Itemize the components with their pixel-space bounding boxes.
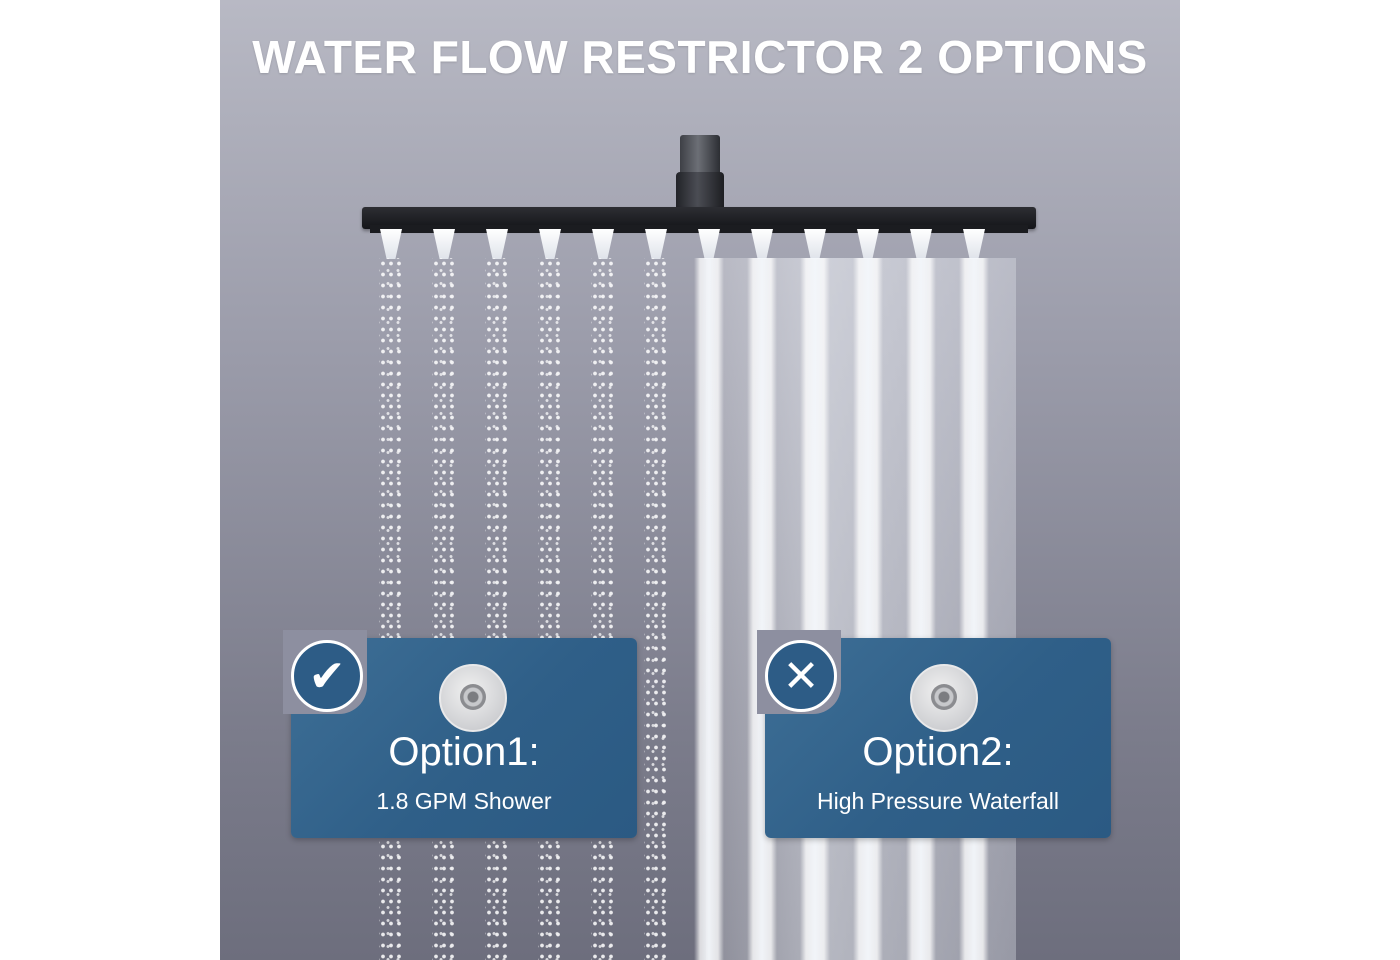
waterfall-stream: [906, 258, 936, 960]
headline: WATER FLOW RESTRICTOR 2 OPTIONS: [252, 31, 1148, 83]
cross-icon: ✕: [765, 640, 837, 712]
spray-stream: [644, 258, 668, 960]
waterfall-stream: [853, 258, 883, 960]
nozzle: [486, 229, 508, 259]
flow-restrictor-icon: [910, 664, 978, 732]
spray-stream: [432, 258, 456, 960]
nozzle: [963, 229, 985, 259]
spray-stream: [379, 258, 403, 960]
nozzle: [698, 229, 720, 259]
nozzle: [645, 229, 667, 259]
nozzle: [592, 229, 614, 259]
spray-stream: [485, 258, 509, 960]
nozzle: [857, 229, 879, 259]
option-title: Option2:: [862, 730, 1014, 774]
restrictor-center: [931, 684, 957, 710]
product-image-panel: WATER FLOW RESTRICTOR 2 OPTIONS Option1:…: [220, 0, 1180, 960]
option-title: Option1:: [388, 730, 540, 774]
waterfall-stream: [800, 258, 830, 960]
spray-stream: [591, 258, 615, 960]
waterfall-stream: [959, 258, 989, 960]
nozzle: [380, 229, 402, 259]
nozzle: [433, 229, 455, 259]
shower-arm-collar: [676, 172, 724, 210]
shower-arm: [680, 135, 720, 177]
option-subtitle: 1.8 GPM Shower: [376, 788, 552, 814]
spray-stream: [538, 258, 562, 960]
nozzle: [804, 229, 826, 259]
option-subtitle: High Pressure Waterfall: [816, 788, 1059, 814]
nozzle: [910, 229, 932, 259]
restrictor-center: [460, 684, 486, 710]
flow-restrictor-icon: [439, 664, 507, 732]
nozzle: [751, 229, 773, 259]
waterfall-stream: [747, 258, 777, 960]
shower-head-plate: [362, 207, 1036, 229]
checkmark-icon: ✔: [291, 640, 363, 712]
waterfall-stream: [694, 258, 724, 960]
nozzle: [539, 229, 561, 259]
